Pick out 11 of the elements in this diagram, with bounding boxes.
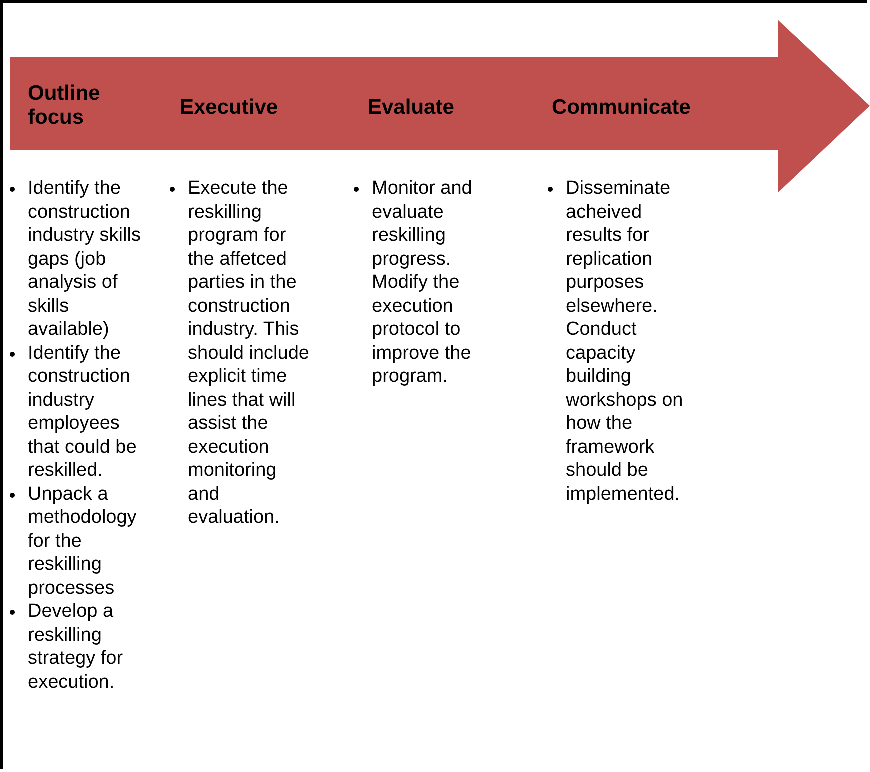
- bullet-text: Unpack a methodology for the reskilling processes: [28, 482, 138, 600]
- bullet-text: Identify the construction industry employees that could be reskilled.: [28, 342, 138, 482]
- bullet-text: Disseminate acheived results for replication purposes elsewhere. Conduct capacity building workshops on how the framework should be implemented.: [566, 177, 684, 506]
- bullet-text: Execute the reskilling program for the affetced parties in the construction industry. This should include explicit time lines that will assist the execution monitoring and evaluation.: [188, 177, 310, 530]
- column-heading: Outline focus: [28, 82, 102, 130]
- bullet-text: Develop a reskilling strategy for execution.: [28, 600, 124, 694]
- bullet-text: Monitor and evaluate reskilling progress. Modify the execution protocol to improve the program.: [372, 177, 474, 388]
- bullet-text: Identify the construction industry skills gaps (job analysis of skills available): [28, 177, 142, 342]
- column-heading: Communicate: [552, 96, 692, 120]
- column-heading: Executive: [180, 96, 280, 120]
- column-heading: Evaluate: [368, 96, 456, 120]
